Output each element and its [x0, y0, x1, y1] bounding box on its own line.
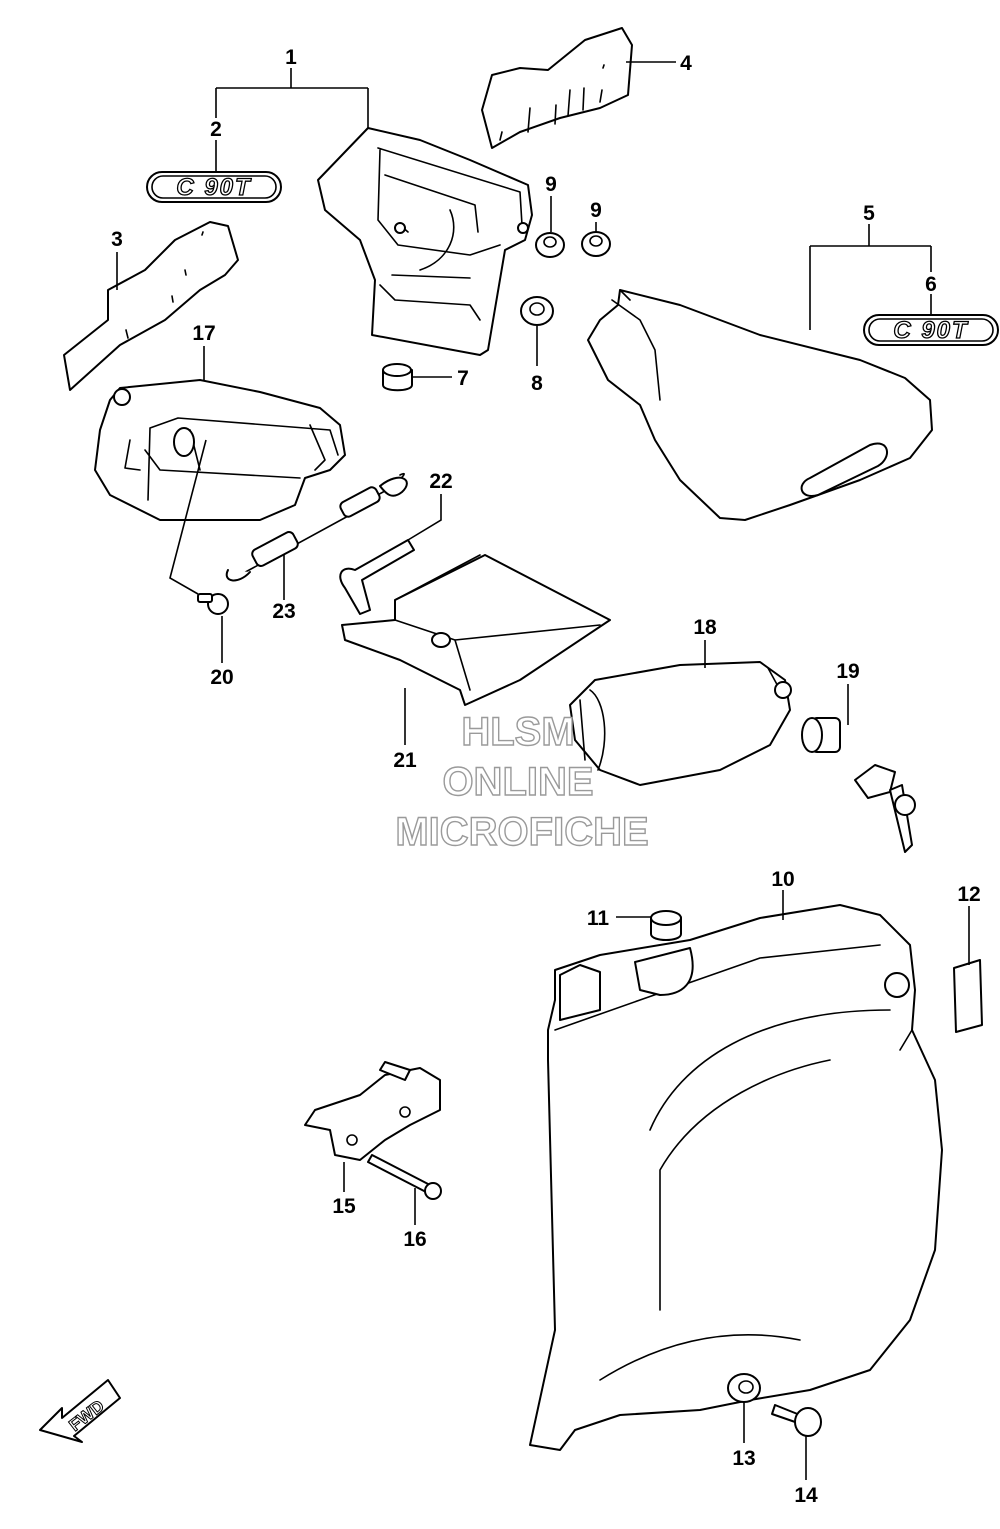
callout-15: 15 [332, 1195, 356, 1218]
watermark-line-3: MICROFICHE [395, 810, 648, 854]
part-badge-6: C 90T [863, 314, 999, 346]
part-grommet-8 [520, 296, 554, 326]
badge-text-right: C 90T [893, 317, 969, 344]
callout-7: 7 [457, 367, 469, 390]
callout-14: 14 [794, 1484, 818, 1507]
watermark-line-2: ONLINE [442, 760, 593, 804]
callout-16: 16 [403, 1228, 426, 1251]
part-side-cover-5 [587, 289, 933, 521]
callout-22: 22 [429, 470, 452, 493]
callout-5: 5 [863, 202, 875, 225]
part-frame-cover-1 [317, 127, 533, 356]
leader-lines [116, 61, 970, 1480]
part-key-lock-19 [801, 717, 916, 853]
part-grommet-9a [535, 232, 565, 258]
part-bracket-15 [304, 1061, 441, 1161]
watermark-line-1: HLSM [461, 710, 574, 754]
callout-10: 10 [771, 868, 794, 891]
callout-9b: 9 [590, 199, 602, 222]
callout-8: 8 [531, 372, 543, 395]
part-decal-4 [481, 27, 633, 149]
part-cushion-7 [382, 363, 413, 392]
callout-21: 21 [393, 749, 417, 772]
callout-19: 19 [836, 660, 859, 683]
part-tool-bag-21 [341, 554, 611, 706]
watermark: HLSM ONLINE MICROFICHE [395, 709, 650, 854]
callout-11: 11 [587, 907, 610, 930]
part-screw-14 [771, 1404, 822, 1437]
part-cushion-11 [650, 910, 682, 941]
callout-17: 17 [192, 322, 215, 345]
callout-1: 1 [285, 46, 297, 69]
badge-text-left: C 90T [176, 174, 252, 201]
part-screw-20 [197, 593, 229, 615]
callout-4: 4 [680, 52, 692, 75]
callout-2: 2 [210, 118, 222, 141]
callout-13: 13 [732, 1447, 755, 1470]
part-bolt-16 [367, 1154, 442, 1200]
part-badge-2: C 90T [146, 171, 282, 203]
part-side-box-17 [94, 379, 346, 521]
part-lamp-18 [569, 661, 792, 786]
callout-23: 23 [272, 600, 295, 623]
callout-20: 20 [210, 666, 233, 689]
part-grommet-9b [581, 231, 611, 257]
callout-18: 18 [693, 616, 717, 639]
part-decal-3 [63, 221, 239, 391]
part-tool-22 [339, 539, 415, 615]
part-frame-cover-10 [529, 904, 943, 1451]
part-grommet-13 [727, 1373, 761, 1403]
callout-6: 6 [925, 273, 937, 296]
callout-12: 12 [957, 883, 980, 906]
fwd-direction-arrow: FWD [39, 1379, 121, 1443]
part-label-12 [953, 959, 983, 1033]
callout-labels: 1 2 3 4 5 6 7 8 9 9 10 11 12 13 14 15 16… [111, 46, 981, 1507]
part-cable-23 [225, 472, 408, 582]
callout-9a: 9 [545, 173, 557, 196]
callout-3: 3 [111, 228, 123, 251]
